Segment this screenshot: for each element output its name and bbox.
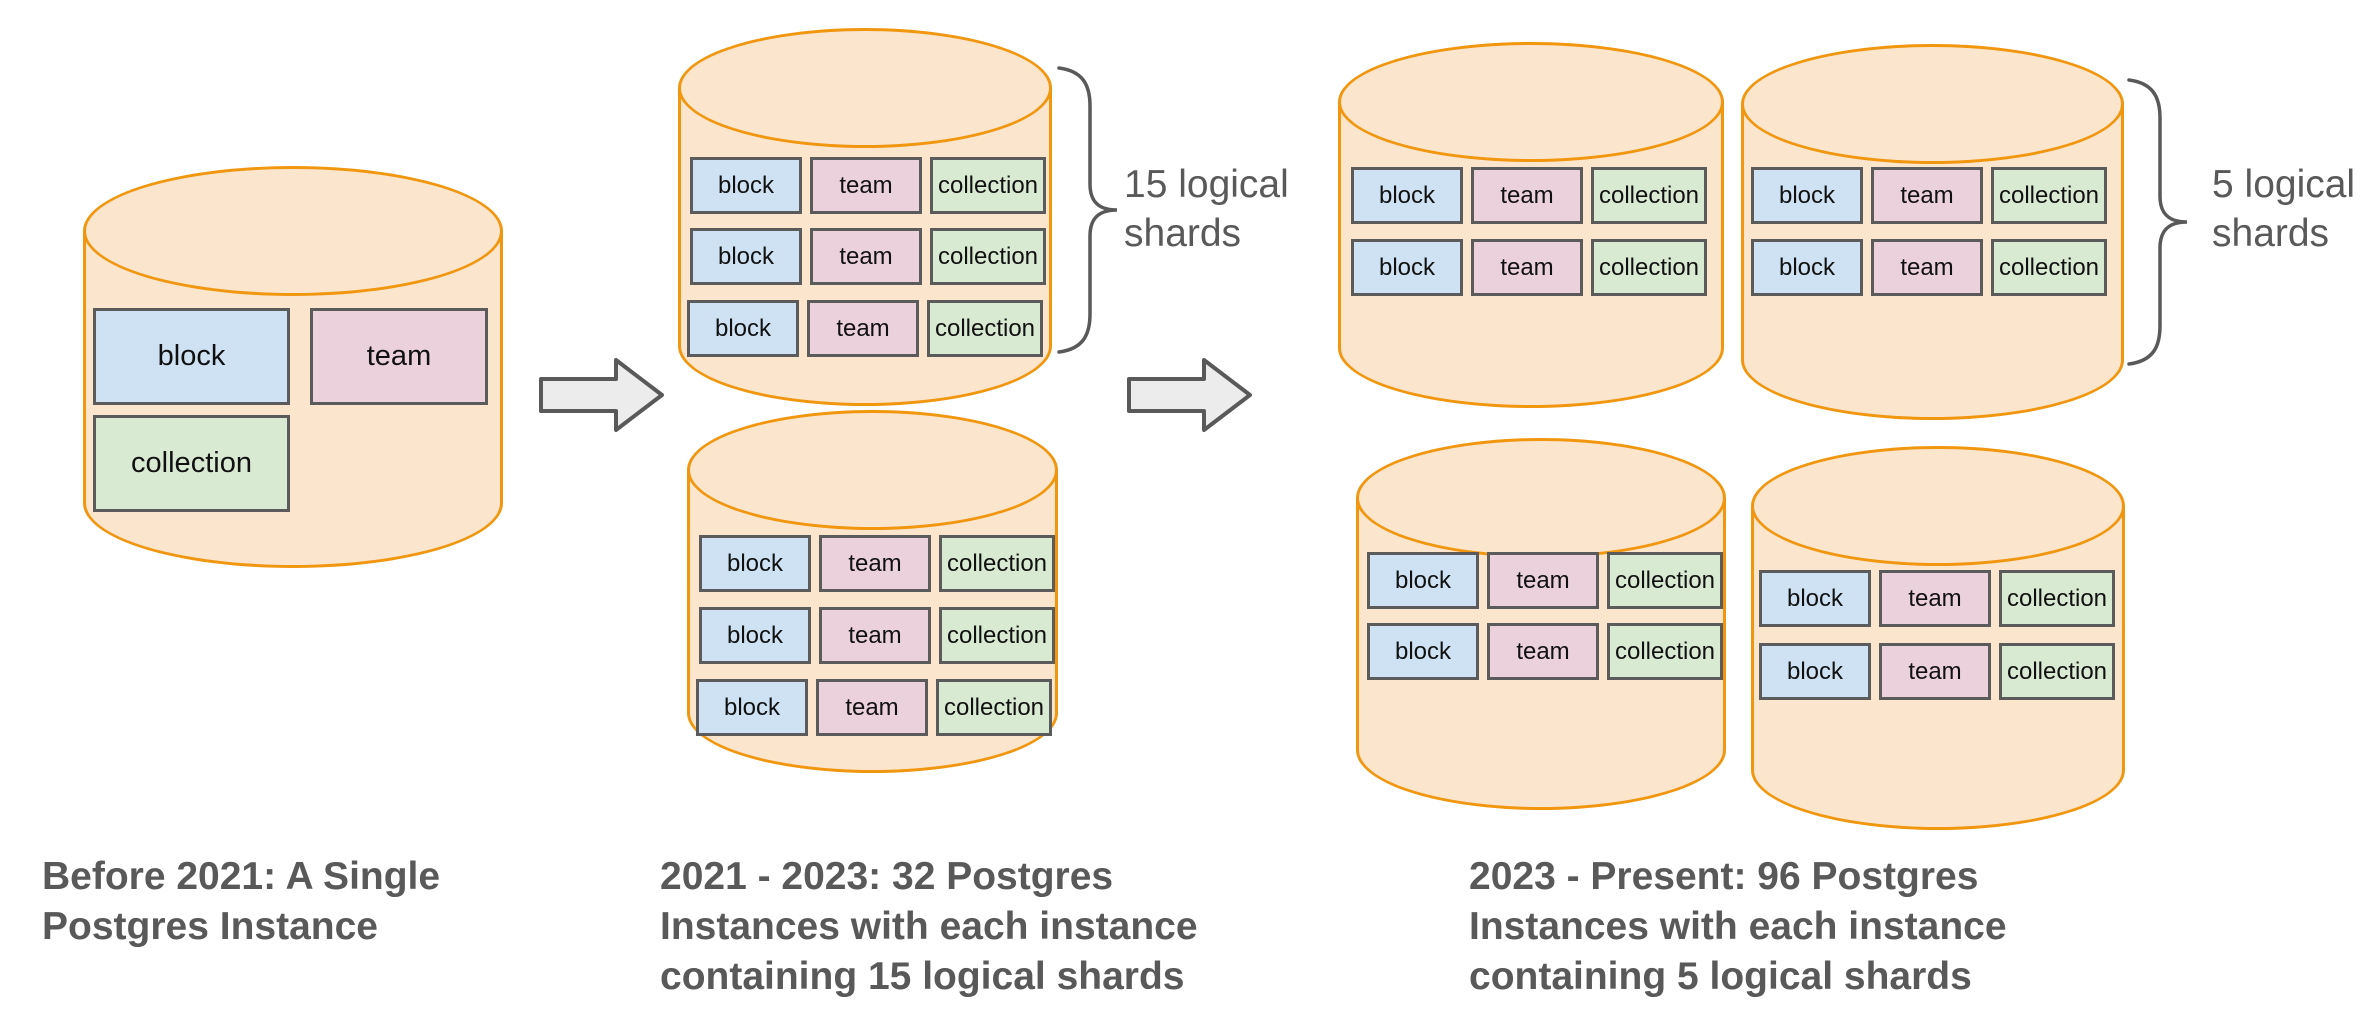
block-table: block xyxy=(93,308,290,405)
cylinder-top xyxy=(1741,44,2124,164)
collection-table: collection xyxy=(1999,570,2115,627)
caption-line: 2021 - 2023: 32 Postgres xyxy=(660,855,1114,898)
caption-line: containing 5 logical shards xyxy=(1469,955,1972,998)
shard-row: block team collection xyxy=(1751,167,2107,224)
cylinder-top xyxy=(678,28,1052,148)
block-table: block xyxy=(690,157,802,214)
shard-row: block team collection xyxy=(1351,167,1707,224)
shard-row: block team collection xyxy=(699,535,1055,592)
team-table: team xyxy=(1879,570,1991,627)
shard-row: block team collection xyxy=(1367,623,1723,680)
block-table: block xyxy=(699,607,811,664)
shard-row: block team collection xyxy=(1759,570,2115,627)
caption-line: 2023 - Present: 96 Postgres xyxy=(1469,855,1979,898)
postgres-instance-cylinder: block team collection block team collect… xyxy=(687,410,1058,773)
team-table: team xyxy=(819,607,931,664)
team-table: team xyxy=(1487,623,1599,680)
team-table: team xyxy=(816,679,928,736)
cylinder-top xyxy=(1356,438,1726,558)
caption-line: Postgres Instance xyxy=(42,905,378,948)
cylinder-top xyxy=(687,410,1058,530)
collection-table: collection xyxy=(1991,167,2107,224)
collection-table: collection xyxy=(1607,552,1723,609)
postgres-instance-cylinder: block team collection block team collect… xyxy=(1356,438,1726,810)
shard-row: block team collection xyxy=(690,228,1046,285)
cylinder-top xyxy=(83,166,503,296)
shard-count-line: 5 logical xyxy=(2212,163,2356,206)
curly-brace-icon xyxy=(2127,78,2188,366)
right-arrow-icon xyxy=(1127,358,1252,432)
collection-table: collection xyxy=(930,228,1046,285)
team-table: team xyxy=(810,228,922,285)
collection-table: collection xyxy=(1991,239,2107,296)
caption-line: Before 2021: A Single xyxy=(42,855,441,898)
shard-row: block team collection xyxy=(1367,552,1723,609)
collection-table: collection xyxy=(1999,643,2115,700)
team-table: team xyxy=(310,308,488,405)
shard-count-line: shards xyxy=(1124,212,1242,255)
block-table: block xyxy=(1367,552,1479,609)
stage-caption: 2021 - 2023: 32 Postgres Instances with … xyxy=(660,852,1198,1002)
team-table: team xyxy=(1471,167,1583,224)
shard-row: block team collection xyxy=(1351,239,1707,296)
caption-line: Instances with each instance xyxy=(1469,905,2007,948)
curly-brace-icon xyxy=(1057,66,1118,354)
team-table: team xyxy=(1471,239,1583,296)
block-table: block xyxy=(699,535,811,592)
shard-row: block team collection xyxy=(687,300,1043,357)
postgres-instance-cylinder: block team collection block team collect… xyxy=(1338,42,1724,408)
block-table: block xyxy=(1351,167,1463,224)
stage-caption: Before 2021: A Single Postgres Instance xyxy=(42,852,440,952)
cylinder-top xyxy=(1338,42,1724,162)
cylinder-top xyxy=(1751,446,2125,566)
collection-table: collection xyxy=(939,535,1055,592)
block-table: block xyxy=(1751,167,1863,224)
right-arrow-icon xyxy=(539,358,664,432)
block-table: block xyxy=(1759,643,1871,700)
collection-table: collection xyxy=(939,607,1055,664)
team-table: team xyxy=(810,157,922,214)
shard-row: block team collection xyxy=(690,157,1046,214)
team-table: team xyxy=(1879,643,1991,700)
postgres-instance-cylinder: block team collection block team collect… xyxy=(1741,44,2124,420)
team-table: team xyxy=(819,535,931,592)
block-table: block xyxy=(1759,570,1871,627)
collection-table: collection xyxy=(1607,623,1723,680)
collection-table: collection xyxy=(927,300,1043,357)
team-table: team xyxy=(807,300,919,357)
collection-table: collection xyxy=(1591,167,1707,224)
block-table: block xyxy=(1351,239,1463,296)
shard-count-line: 15 logical xyxy=(1124,163,1289,206)
shard-row: block team collection xyxy=(696,679,1052,736)
shard-row: block team collection xyxy=(1759,643,2115,700)
shard-row: block team collection xyxy=(1751,239,2107,296)
collection-table: collection xyxy=(936,679,1052,736)
shard-count-label: 5 logical shards xyxy=(2212,160,2355,258)
shard-count-line: shards xyxy=(2212,212,2330,255)
team-table: team xyxy=(1871,167,1983,224)
block-table: block xyxy=(687,300,799,357)
collection-table: collection xyxy=(1591,239,1707,296)
caption-line: containing 15 logical shards xyxy=(660,955,1185,998)
shard-row: block team collection xyxy=(699,607,1055,664)
shard-count-label: 15 logical shards xyxy=(1124,160,1289,258)
block-table: block xyxy=(696,679,808,736)
collection-table: collection xyxy=(930,157,1046,214)
block-table: block xyxy=(1751,239,1863,296)
block-table: block xyxy=(690,228,802,285)
team-table: team xyxy=(1487,552,1599,609)
postgres-instance-cylinder: block team collection block team collect… xyxy=(1751,446,2125,830)
stage-caption: 2023 - Present: 96 Postgres Instances wi… xyxy=(1469,852,2007,1002)
postgres-instance-cylinder: block team collection block team collect… xyxy=(678,28,1052,406)
postgres-instance-cylinder: block team collection xyxy=(83,166,503,568)
collection-table: collection xyxy=(93,415,290,512)
team-table: team xyxy=(1871,239,1983,296)
caption-line: Instances with each instance xyxy=(660,905,1198,948)
block-table: block xyxy=(1367,623,1479,680)
